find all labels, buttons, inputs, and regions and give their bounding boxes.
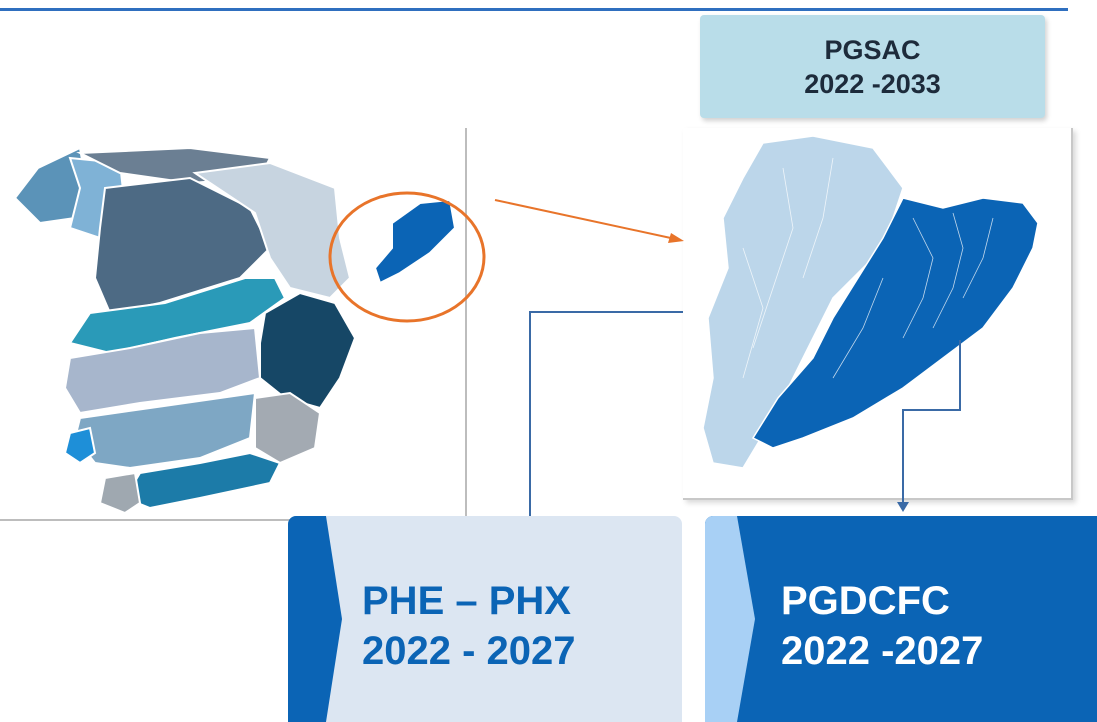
pgdcfc-title: PGDCFC xyxy=(781,579,950,623)
connector-arrow-icon xyxy=(897,502,909,512)
top-rule xyxy=(0,8,1068,11)
phe-phx-years: 2022 - 2027 xyxy=(362,629,576,673)
pgsac-title: PGSAC xyxy=(824,34,921,65)
connector-line-pgdcfc xyxy=(902,340,961,508)
spain-map-panel xyxy=(0,128,467,521)
phe-phx-title: PHE – PHX xyxy=(362,579,571,623)
connector-line-phe xyxy=(529,311,683,520)
spain-basins-map-icon xyxy=(13,146,457,515)
highlight-circle-icon xyxy=(328,191,486,323)
catalonia-map-panel xyxy=(683,128,1073,500)
pgsac-box: PGSAC 2022 -2033 xyxy=(700,15,1045,118)
chevron-icon xyxy=(705,516,755,722)
phe-phx-box: PHE – PHX 2022 - 2027 xyxy=(288,516,682,722)
catalonia-basins-map-icon xyxy=(702,135,1039,469)
pgdcfc-years: 2022 -2027 xyxy=(781,629,984,673)
pgsac-years: 2022 -2033 xyxy=(804,68,941,99)
pgdcfc-box: PGDCFC 2022 -2027 xyxy=(705,516,1097,722)
arrow-head-icon xyxy=(668,233,684,243)
arrow-right-icon xyxy=(494,199,681,241)
chevron-icon xyxy=(288,516,342,722)
